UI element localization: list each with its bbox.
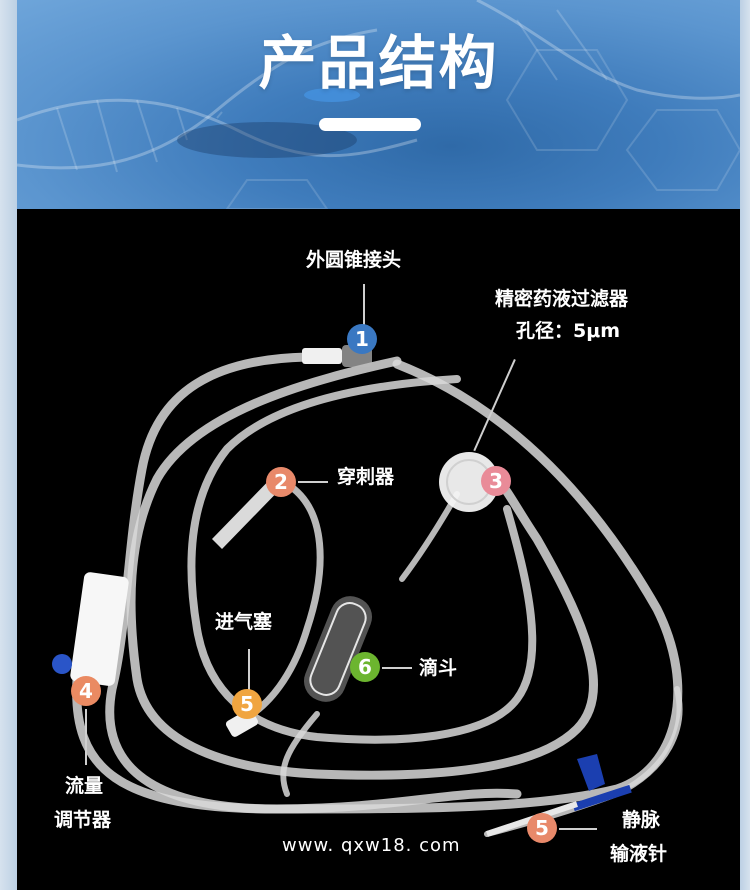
part-badge-5-air-vent: 5 xyxy=(232,689,262,719)
part-label-spike: 穿刺器 xyxy=(337,466,395,488)
part-label-flow-regulator-line1: 流量 xyxy=(65,775,104,797)
part-label-outer-cone-connector: 外圆锥接头 xyxy=(306,249,402,271)
leader-line-4 xyxy=(85,709,87,765)
part-badge-4: 4 xyxy=(71,676,101,706)
part-badge-3: 3 xyxy=(481,466,511,496)
part-badge-2: 2 xyxy=(266,467,296,497)
header-banner: 产品结构 xyxy=(17,0,740,209)
product-structure-diagram: 外圆锥接头 1 精密药液过滤器 孔径：5μm 3 2 穿刺器 进气塞 5 6 滴… xyxy=(17,209,740,890)
dna-background-decoration xyxy=(17,0,740,209)
infusion-set-illustration xyxy=(52,345,683,837)
page-title: 产品结构 xyxy=(258,29,499,97)
part-badge-6: 6 xyxy=(350,652,380,682)
part-label-iv-needle-line2: 输液针 xyxy=(610,843,668,865)
title-underline-bar xyxy=(319,118,421,131)
leader-line-5-air-vent xyxy=(248,649,250,691)
part-badge-1: 1 xyxy=(347,324,377,354)
frame-right-border xyxy=(740,0,750,890)
leader-line-1 xyxy=(363,284,365,328)
part-label-drip-chamber: 滴斗 xyxy=(419,657,458,679)
part-label-precision-filter: 精密药液过滤器 xyxy=(495,288,629,310)
part-label-air-vent: 进气塞 xyxy=(215,611,273,633)
part-label-flow-regulator-line2: 调节器 xyxy=(54,809,112,831)
part-badge-5-needle: 5 xyxy=(527,813,557,843)
watermark-url: www. qxw18. com xyxy=(282,835,461,856)
part-label-iv-needle-line1: 静脉 xyxy=(622,809,661,831)
leader-line-5-needle xyxy=(559,828,597,830)
leader-line-6 xyxy=(382,667,412,669)
leader-line-2 xyxy=(298,481,328,483)
part-label-filter-pore-size: 孔径：5μm xyxy=(516,320,620,342)
frame-left-border xyxy=(0,0,17,890)
